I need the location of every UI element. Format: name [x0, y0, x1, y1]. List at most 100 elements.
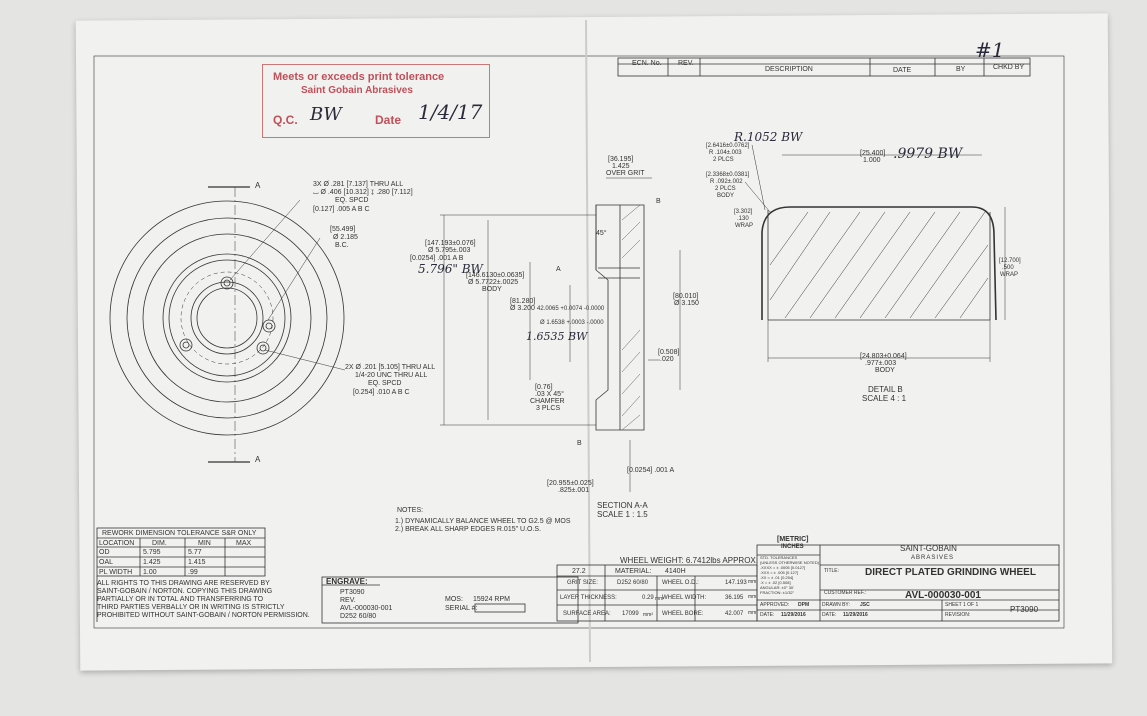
rights-line: PARTIALLY OR IN TOTAL AND TRANSFERRING T…	[97, 596, 264, 603]
section-arrow-top: A	[255, 181, 261, 190]
detail-top-1: [25.400]	[860, 150, 886, 157]
spec-grit-label: GRIT SIZE:	[567, 580, 598, 586]
rights-line: SAINT-GOBAIN / NORTON. COPYING THIS DRAW…	[97, 588, 273, 595]
bc-2: Ø 2.185	[333, 234, 358, 241]
rev-col-description: DESCRIPTION	[765, 66, 813, 73]
detail-title-2: SCALE 4 : 1	[862, 394, 907, 403]
drawn-by: JSC	[860, 602, 870, 608]
approved-by: DPM	[798, 602, 810, 608]
chamfer-3: CHAMFER	[530, 398, 565, 405]
width-dim-2: Ø 3.150	[674, 300, 699, 307]
rights-line: ALL RIGHTS TO THIS DRAWING ARE RESERVED …	[97, 580, 270, 587]
over-grit-1: [36.195]	[608, 156, 634, 163]
rights-line: THIRD PARTIES VERBALLY OR IN WRITING IS …	[97, 604, 285, 611]
hand-radius: R.1052 BW	[734, 130, 803, 144]
detail-title-1: DETAIL B	[868, 385, 903, 394]
spec-od-unit: mm	[748, 579, 757, 585]
holes3-callout-2: ⌴ Ø .406 [10.312] ↧ .280 [7.112]	[313, 189, 413, 196]
customer-label: CUSTOMER REF.:	[824, 590, 867, 596]
spec-grit: D252 60/80	[617, 580, 649, 586]
detail-bottom-1: [24.803±0.064]	[860, 353, 907, 360]
rework-cell: 5.795	[143, 549, 161, 556]
rework-cell: OD	[99, 549, 110, 556]
detail-r2-1: [2.3368±0.0381]	[706, 172, 750, 178]
rework-cell: 5.77	[188, 549, 202, 556]
chamfer-2: .03 X 45°	[535, 391, 564, 398]
rework-cell: PL WIDTH	[99, 569, 133, 576]
spec-bore: 42.007	[725, 611, 744, 617]
over-grit-2: 1.425	[612, 163, 630, 170]
holes2-fcf: [0.254] .010 A B C	[353, 389, 410, 396]
detail-right-3: WRAP	[1000, 272, 1018, 278]
rework-cell: OAL	[99, 559, 114, 566]
holes2-callout-3: EQ. SPCD	[368, 380, 402, 387]
note-2: 2.) BREAK ALL SHARP EDGES R.015" U.O.S.	[395, 526, 542, 533]
approved-label: APPROVED:	[760, 602, 790, 608]
engrave-line: D252 60/80	[340, 613, 377, 620]
mos-value: 15924 RPM	[473, 596, 510, 603]
bc-3: B.C.	[335, 242, 349, 249]
rework-title: REWORK DIMENSION TOLERANCE S&R ONLY	[102, 530, 257, 537]
body-dim-2: Ø 5.7722±.0025	[468, 279, 519, 286]
engrave-line: PT3090	[340, 589, 365, 596]
body-dim-1: [146.6130±0.0635]	[466, 272, 525, 279]
rework-cell: 1.425	[143, 559, 161, 566]
front-view	[109, 186, 346, 463]
serial-label: SERIAL #:	[445, 605, 478, 612]
rev-col-rev: REV.	[678, 60, 694, 67]
part-number: AVL-000030-001	[905, 590, 981, 601]
hand-revision-mark: #1	[975, 38, 1005, 62]
rev-col-by: BY	[956, 66, 966, 73]
rework-h-dim: DIM.	[152, 540, 167, 547]
section-arrow-bottom: A	[255, 455, 261, 464]
spec-layer-label: LAYER THICKNESS:	[560, 595, 617, 601]
rework-h-location: LOCATION	[99, 540, 135, 547]
tol-line: .XX = ± .01 [0.254]	[760, 575, 794, 580]
units-metric: [METRIC]	[777, 536, 809, 543]
stamp-qc-label: Q.C.	[273, 113, 298, 127]
rev-col-date: DATE	[893, 67, 912, 74]
detail-wrap-1: [3.302]	[734, 209, 753, 215]
tol-line: ANGULAR: ±0° 30'	[760, 585, 794, 590]
note-1: 1.) DYNAMICALLY BALANCE WHEEL TO G2.5 @ …	[395, 518, 571, 525]
spec-od-label: WHEEL O.D.:	[662, 580, 699, 586]
datum-b-label: B	[656, 198, 661, 205]
chamfer-4: 3 PLCS	[536, 405, 561, 412]
title-label: TITLE:	[824, 568, 840, 574]
date1-label: DATE:	[760, 612, 775, 618]
detail-top-2: 1.000	[863, 157, 881, 164]
detail-right-1: [12.700]	[999, 258, 1021, 264]
thk-dim-2: .020	[660, 356, 674, 363]
tol-line: .XXXX = ± .0005 [0.0127]	[760, 565, 806, 570]
detail-r2-4: BODY	[717, 193, 735, 199]
tol-line: .X = ± .02 [0.508]	[760, 580, 791, 585]
date1: 11/29/2016	[781, 612, 806, 618]
body-dim-3: BODY	[482, 286, 502, 293]
bore-dim-1: 42.0065 +0.0074 -0.0000	[537, 306, 605, 312]
tol-line: (UNLESS OTHERWISE NOTED)	[760, 560, 820, 565]
qc-date: 1/4/17	[418, 100, 483, 124]
bottom-dim-1: [20.955±0.025]	[547, 480, 594, 487]
detail-r1-3: 2 PLCS	[713, 157, 734, 163]
wheel-weight: WHEEL WEIGHT: 6.7412lbs APPROX.	[620, 556, 758, 565]
spec-od: 147.193	[725, 580, 747, 586]
spec-27-2: 27.2	[572, 568, 586, 575]
bottom-fcf: [0.0254] .001 A	[627, 467, 675, 474]
company-name: SAINT-GOBAIN	[900, 544, 957, 553]
bore-dim-2: Ø 1.6538 +.0003 -.0000	[540, 320, 604, 326]
detail-right-2: .500	[1002, 265, 1014, 271]
od-dim-1: [147.193±0.076]	[425, 240, 476, 247]
spec-material-label: MATERIAL:	[615, 568, 652, 575]
tol-line: FRACTION: ±1/32"	[760, 590, 795, 595]
rework-cell: .99	[188, 569, 198, 576]
section-title-1: SECTION A-A	[597, 501, 648, 510]
detail-wrap-3: WRAP	[735, 223, 753, 229]
spec-width: 36.195	[725, 595, 744, 601]
spec-layer-unit: mm	[655, 596, 664, 602]
spec-width-unit: mm	[748, 594, 757, 600]
detail-r1-2: R .104±.003	[709, 150, 742, 156]
hand-detail-top: .9979 BW	[893, 146, 963, 162]
qc-stamp: Meets or exceeds print tolerance Saint G…	[262, 64, 490, 138]
holes2-callout-2: 1/4-20 UNC THRU ALL	[355, 372, 428, 379]
